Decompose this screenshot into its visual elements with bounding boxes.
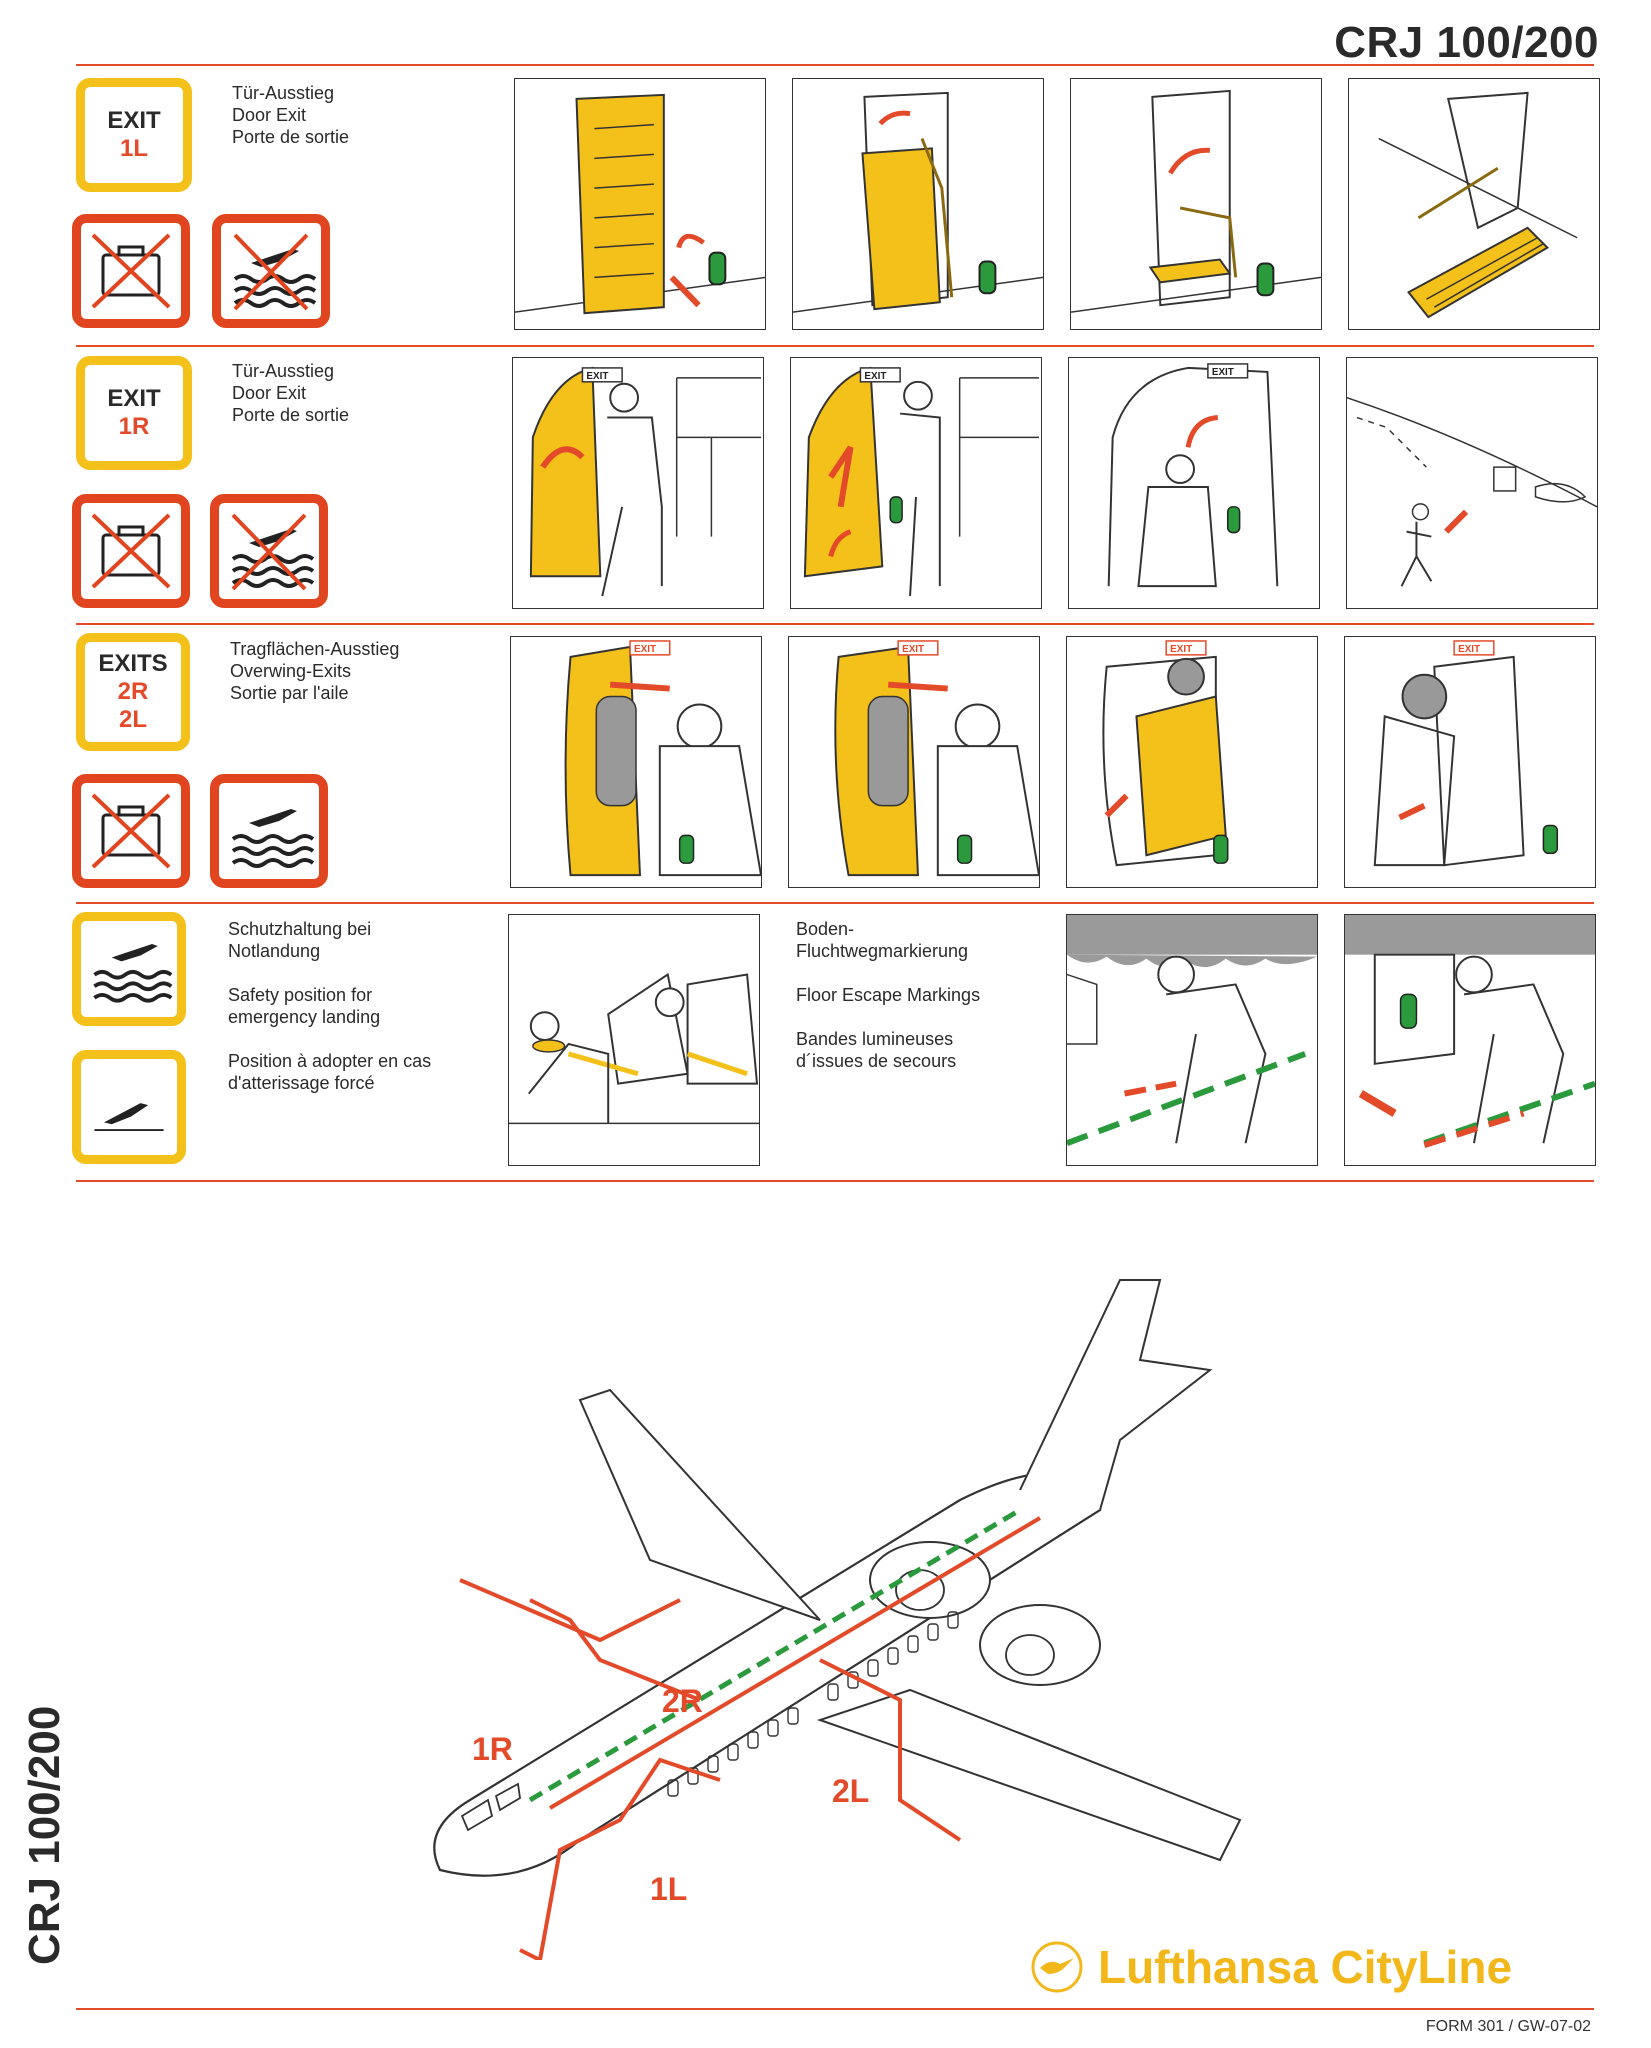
label-fr: Position à adopter en cas	[228, 1051, 432, 1071]
no-baggage-badge	[72, 774, 190, 888]
label-en: Door Exit	[232, 105, 307, 125]
label-en: Door Exit	[232, 383, 307, 403]
no-baggage-icon	[91, 513, 171, 589]
exit-sign: EXIT	[1212, 367, 1234, 378]
label-en: Safety position for	[228, 985, 373, 1005]
badge-exit-code: 1R	[118, 413, 150, 440]
divider	[76, 64, 1594, 66]
badge-exit-code: 2R	[117, 678, 149, 705]
no-baggage-badge	[72, 494, 190, 608]
label-de: Fluchtwegmarkierung	[796, 941, 969, 961]
overwing-step-3: EXIT	[1066, 636, 1318, 888]
section-label: Tür-Ausstieg Door Exit Porte de sortie	[232, 82, 349, 148]
no-baggage-icon	[91, 233, 171, 309]
section-label: Tragflächen-Ausstieg Overwing-Exits Sort…	[230, 638, 399, 704]
no-baggage-badge	[72, 214, 190, 328]
door-1r-step-1: EXIT	[512, 357, 764, 609]
exit-label-1l: 1L	[650, 1871, 687, 1907]
ditching-badge	[72, 912, 186, 1026]
door-1r-step-4	[1346, 357, 1598, 609]
ditching-icon	[93, 944, 173, 1003]
brace-label: Schutzhaltung bei Notlandung Safety posi…	[228, 918, 431, 1094]
exit-label-2l: 2L	[832, 1773, 869, 1809]
exit-sign: EXIT	[634, 644, 656, 655]
label-en: Floor Escape Markings	[796, 985, 981, 1005]
divider	[76, 345, 1594, 347]
divider	[76, 902, 1594, 904]
label-fr: Bandes lumineuses	[796, 1029, 954, 1049]
section-label: Tür-Ausstieg Door Exit Porte de sortie	[232, 360, 349, 426]
label-de: Tragflächen-Ausstieg	[230, 639, 400, 659]
label-en: emergency landing	[228, 1007, 381, 1027]
crash-landing-icon	[94, 1103, 164, 1131]
brand: Lufthansa CityLine	[1030, 1940, 1512, 1994]
badge-exit-code: 1L	[119, 135, 148, 162]
exit-sign: EXIT	[1170, 644, 1192, 655]
side-model-title: CRJ 100/200	[20, 1705, 69, 1965]
floor-markings-label: Boden- Fluchtwegmarkierung Floor Escape …	[796, 918, 980, 1072]
overwing-step-1: EXIT	[510, 636, 762, 888]
exit-sign: EXIT	[864, 371, 886, 382]
exits-2r-2l-badge: EXITS 2R 2L	[76, 633, 190, 751]
label-fr: Porte de sortie	[232, 405, 350, 425]
form-number: FORM 301 / GW-07-02	[1425, 2018, 1591, 2035]
door-1r-step-3: EXIT	[1068, 357, 1320, 609]
crash-landing-badge	[72, 1050, 186, 1164]
label-fr: Sortie par l'aile	[230, 683, 349, 703]
overwing-step-2: EXIT	[788, 636, 1040, 888]
divider	[76, 2008, 1594, 2010]
divider	[76, 1180, 1594, 1182]
no-ditching-icon	[233, 233, 317, 311]
exit-sign: EXIT	[586, 371, 608, 382]
door-1r-step-2: EXIT	[790, 357, 1042, 609]
label-de: Tür-Ausstieg	[232, 361, 335, 381]
exit-sign: EXIT	[902, 644, 924, 655]
floor-markings-panel-1	[1066, 914, 1318, 1166]
divider	[76, 623, 1594, 625]
door-1l-step-1	[514, 78, 766, 330]
label-de: Schutzhaltung bei	[228, 919, 372, 939]
lufthansa-crane-logo	[1031, 1941, 1083, 1993]
door-1l-step-3	[1070, 78, 1322, 330]
badge-title: EXITS	[98, 650, 168, 677]
door-1l-step-4	[1348, 78, 1600, 330]
no-baggage-icon	[91, 793, 171, 869]
exit-label-2r: 2R	[662, 1683, 703, 1719]
exit-1r-badge: EXIT 1R	[76, 356, 192, 470]
badge-title: EXIT	[107, 385, 161, 412]
aircraft-exit-diagram: 2R 1R 2L 1L	[433, 1279, 1242, 1960]
door-1l-step-2	[792, 78, 1044, 330]
exit-1l-badge: EXIT 1L	[76, 78, 192, 192]
ditching-icon	[231, 809, 315, 868]
model-title: CRJ 100/200	[1334, 18, 1599, 67]
ditching-allowed-badge	[210, 774, 328, 888]
overwing-step-4: EXIT	[1344, 636, 1596, 888]
badge-exit-code: 2L	[118, 706, 147, 733]
brand-name: Lufthansa CityLine	[1098, 1941, 1513, 1993]
floor-markings-panel-2	[1344, 914, 1596, 1166]
label-de: Tür-Ausstieg	[232, 83, 335, 103]
label-en: Overwing-Exits	[230, 661, 352, 681]
exit-label-1r: 1R	[472, 1731, 513, 1767]
no-ditching-badge	[210, 494, 328, 608]
exit-sign: EXIT	[1458, 644, 1480, 655]
label-fr: Porte de sortie	[232, 127, 350, 147]
no-ditching-badge	[212, 214, 330, 328]
badge-title: EXIT	[107, 107, 161, 134]
no-ditching-icon	[231, 513, 315, 591]
brace-position-panel	[508, 914, 760, 1166]
label-de: Notlandung	[228, 941, 321, 961]
label-fr: d´issues de secours	[796, 1051, 957, 1071]
label-fr: d'atterissage forcé	[228, 1073, 375, 1093]
label-de: Boden-	[796, 919, 855, 939]
